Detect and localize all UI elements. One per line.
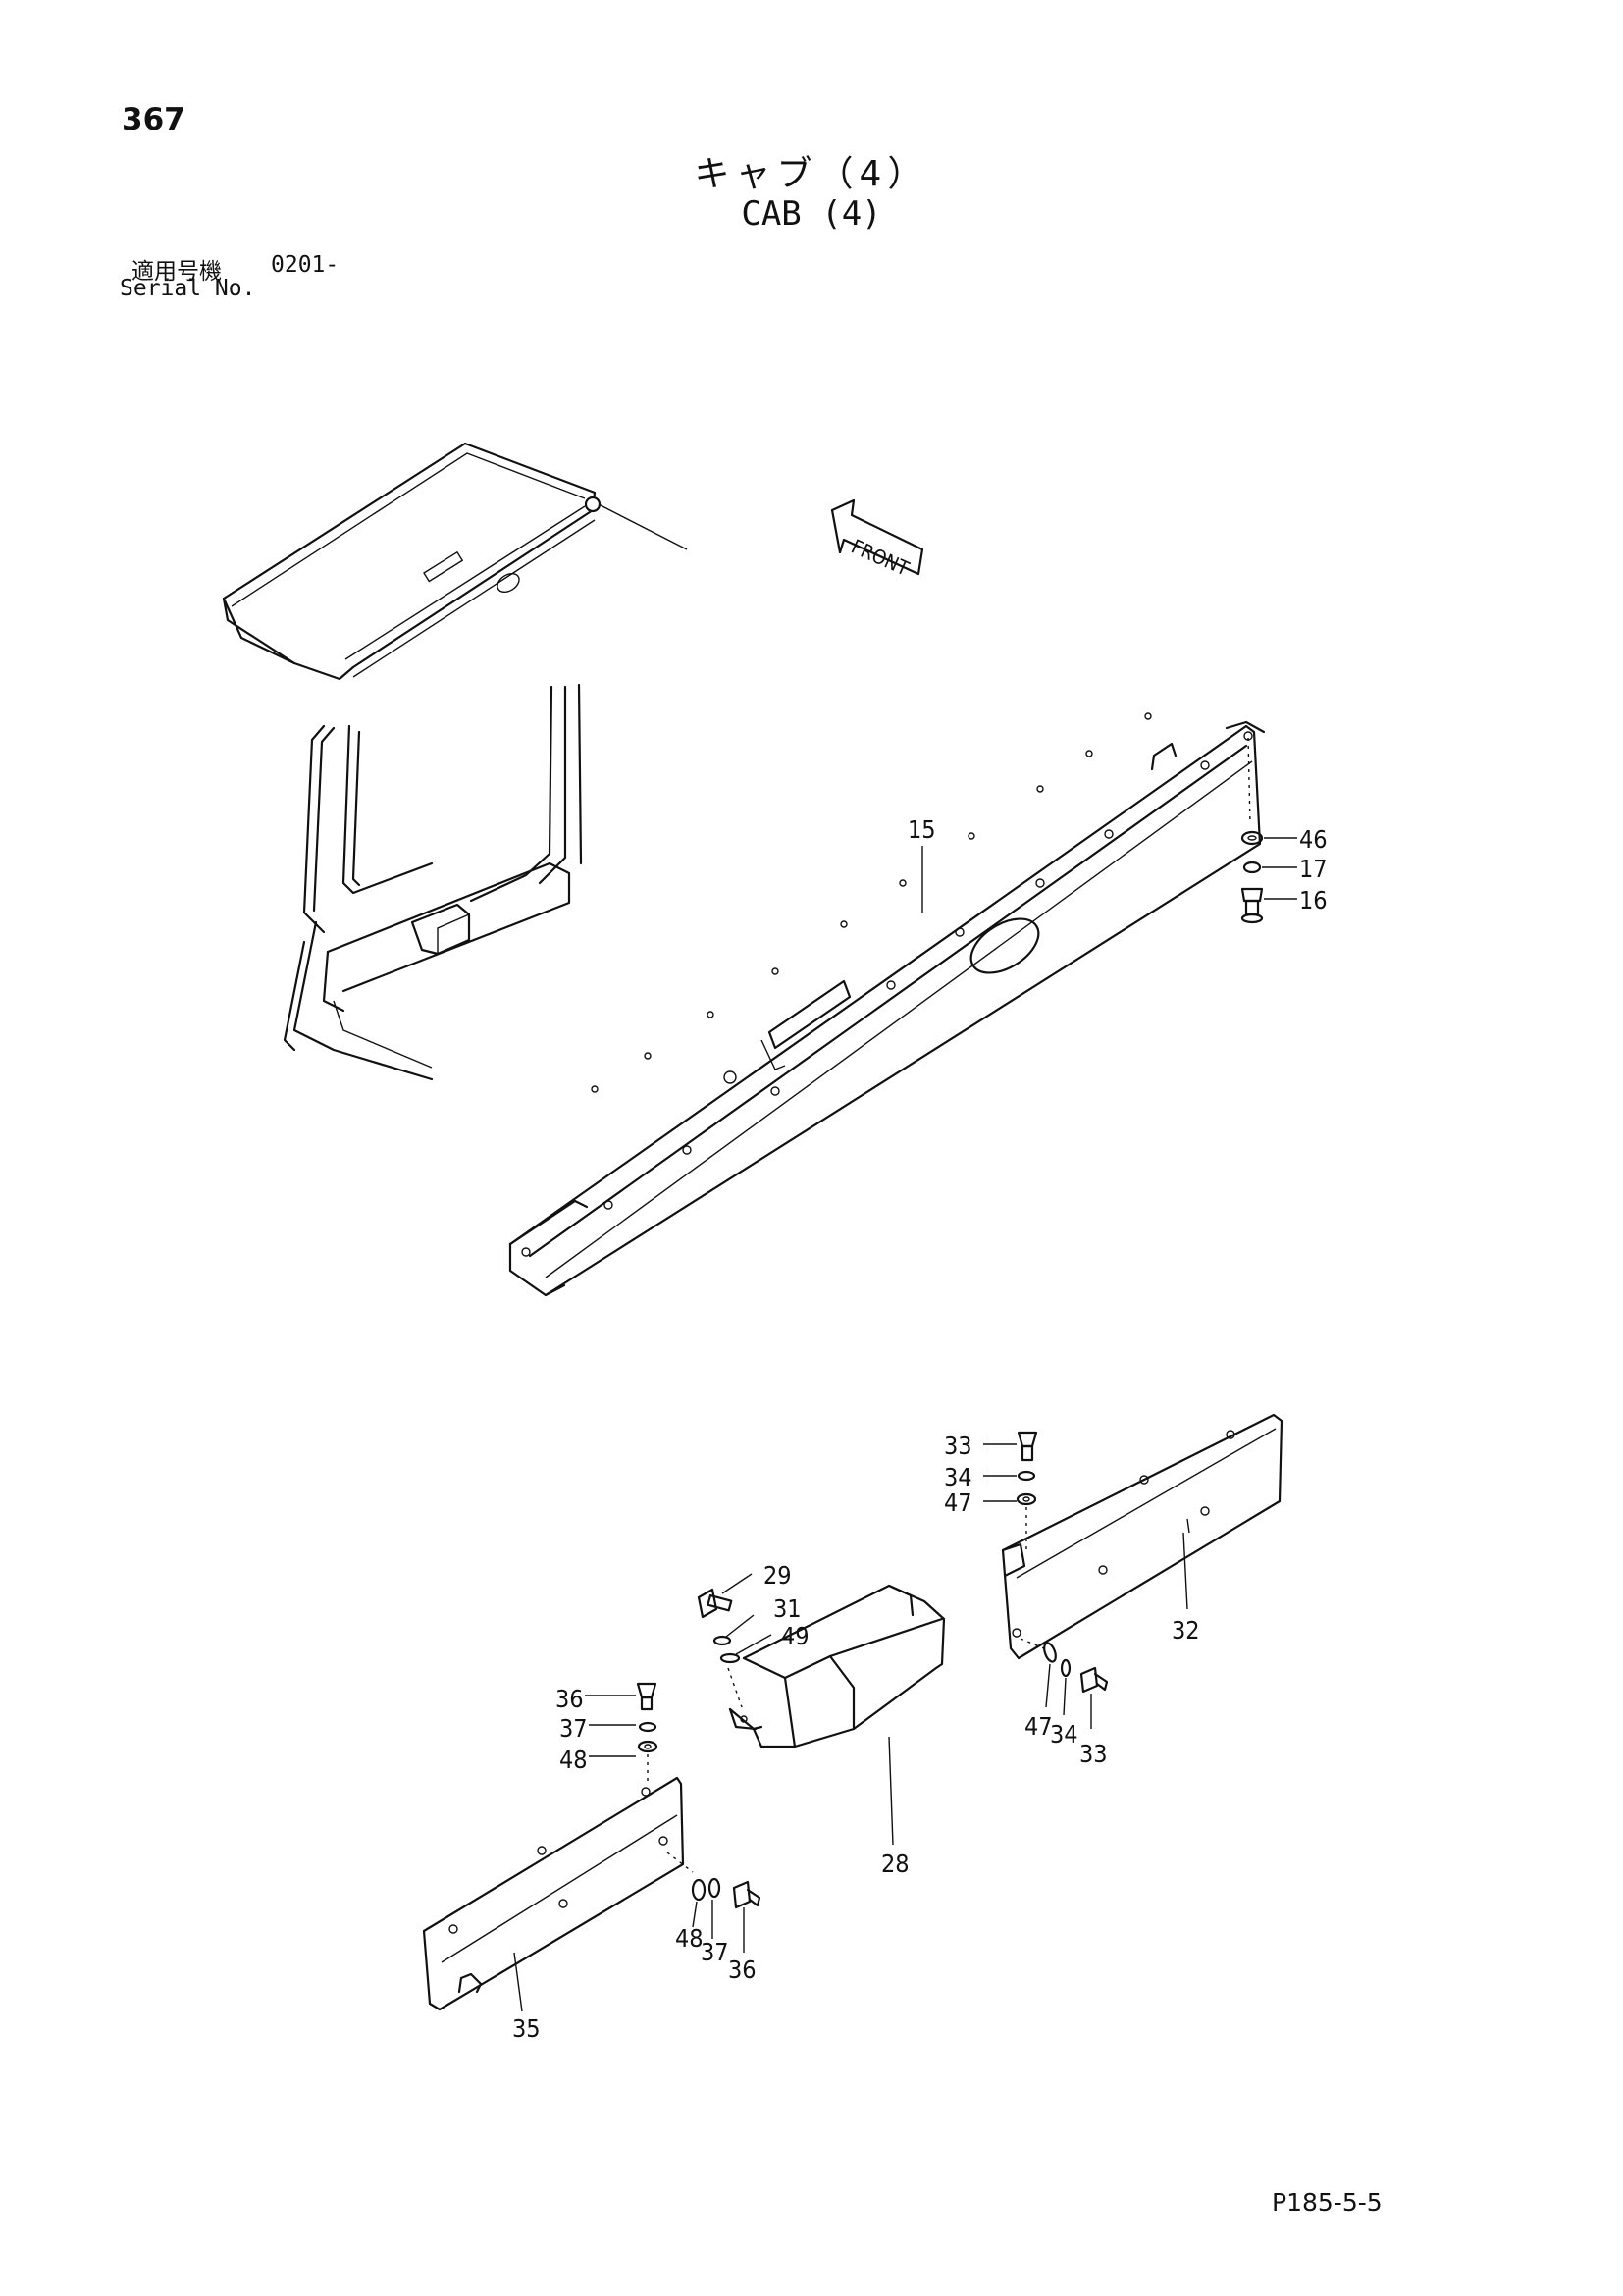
callout-48: 48 bbox=[559, 1746, 588, 1774]
callout-29: 29 bbox=[763, 1561, 792, 1590]
callout-34: 34 bbox=[944, 1463, 972, 1491]
callout-32: 32 bbox=[1172, 1616, 1200, 1644]
callout-labels: 15 46 17 16 33 34 47 32 47 34 33 29 31 4… bbox=[512, 815, 1328, 2043]
hardware-29-31-49 bbox=[697, 1573, 772, 1708]
hardware-48-37-36-side bbox=[666, 1852, 761, 1953]
callout-47: 47 bbox=[944, 1488, 972, 1517]
callout-46: 46 bbox=[1299, 825, 1328, 854]
callout-28: 28 bbox=[881, 1850, 910, 1878]
callout-48-side: 48 bbox=[675, 1924, 704, 1953]
serial-label-jp: 適用号機 bbox=[131, 259, 222, 285]
callout-37-side: 37 bbox=[701, 1938, 729, 1966]
callout-47-side: 47 bbox=[1024, 1712, 1053, 1741]
cab-frame bbox=[222, 442, 688, 1081]
callout-33-side: 33 bbox=[1079, 1740, 1108, 1768]
page-number: 367 bbox=[122, 102, 185, 137]
callout-36: 36 bbox=[555, 1685, 584, 1713]
footer-code: P185-5-5 bbox=[1272, 2188, 1383, 2217]
page-title-jp: キャブ（4） bbox=[694, 154, 929, 194]
callout-35: 35 bbox=[512, 2014, 541, 2043]
hardware-36-37-48-upper bbox=[585, 1682, 658, 1786]
callout-33: 33 bbox=[944, 1432, 972, 1460]
part-35-plate bbox=[422, 1776, 685, 2012]
serial-range: 0201- bbox=[271, 252, 340, 278]
hardware-47-34-33-side bbox=[1020, 1638, 1109, 1729]
serial-label-en: Serial No. bbox=[120, 276, 256, 301]
part-15-channel bbox=[508, 712, 1266, 1297]
hardware-46-17-16 bbox=[1240, 830, 1297, 924]
page-title-en: CAB (4) bbox=[741, 194, 882, 234]
part-28-cover bbox=[728, 1584, 946, 1846]
callout-49: 49 bbox=[781, 1622, 810, 1650]
callout-31: 31 bbox=[773, 1594, 802, 1623]
callout-37: 37 bbox=[559, 1714, 588, 1743]
callout-16: 16 bbox=[1299, 886, 1328, 914]
front-arrow: FRONT bbox=[830, 498, 924, 581]
hardware-33-34-47-upper bbox=[983, 1431, 1038, 1550]
callout-36-side: 36 bbox=[728, 1956, 757, 1984]
part-32-plate bbox=[1001, 1413, 1283, 1660]
callout-34-side: 34 bbox=[1050, 1720, 1078, 1748]
callout-15: 15 bbox=[908, 815, 936, 844]
callout-17: 17 bbox=[1299, 855, 1328, 883]
